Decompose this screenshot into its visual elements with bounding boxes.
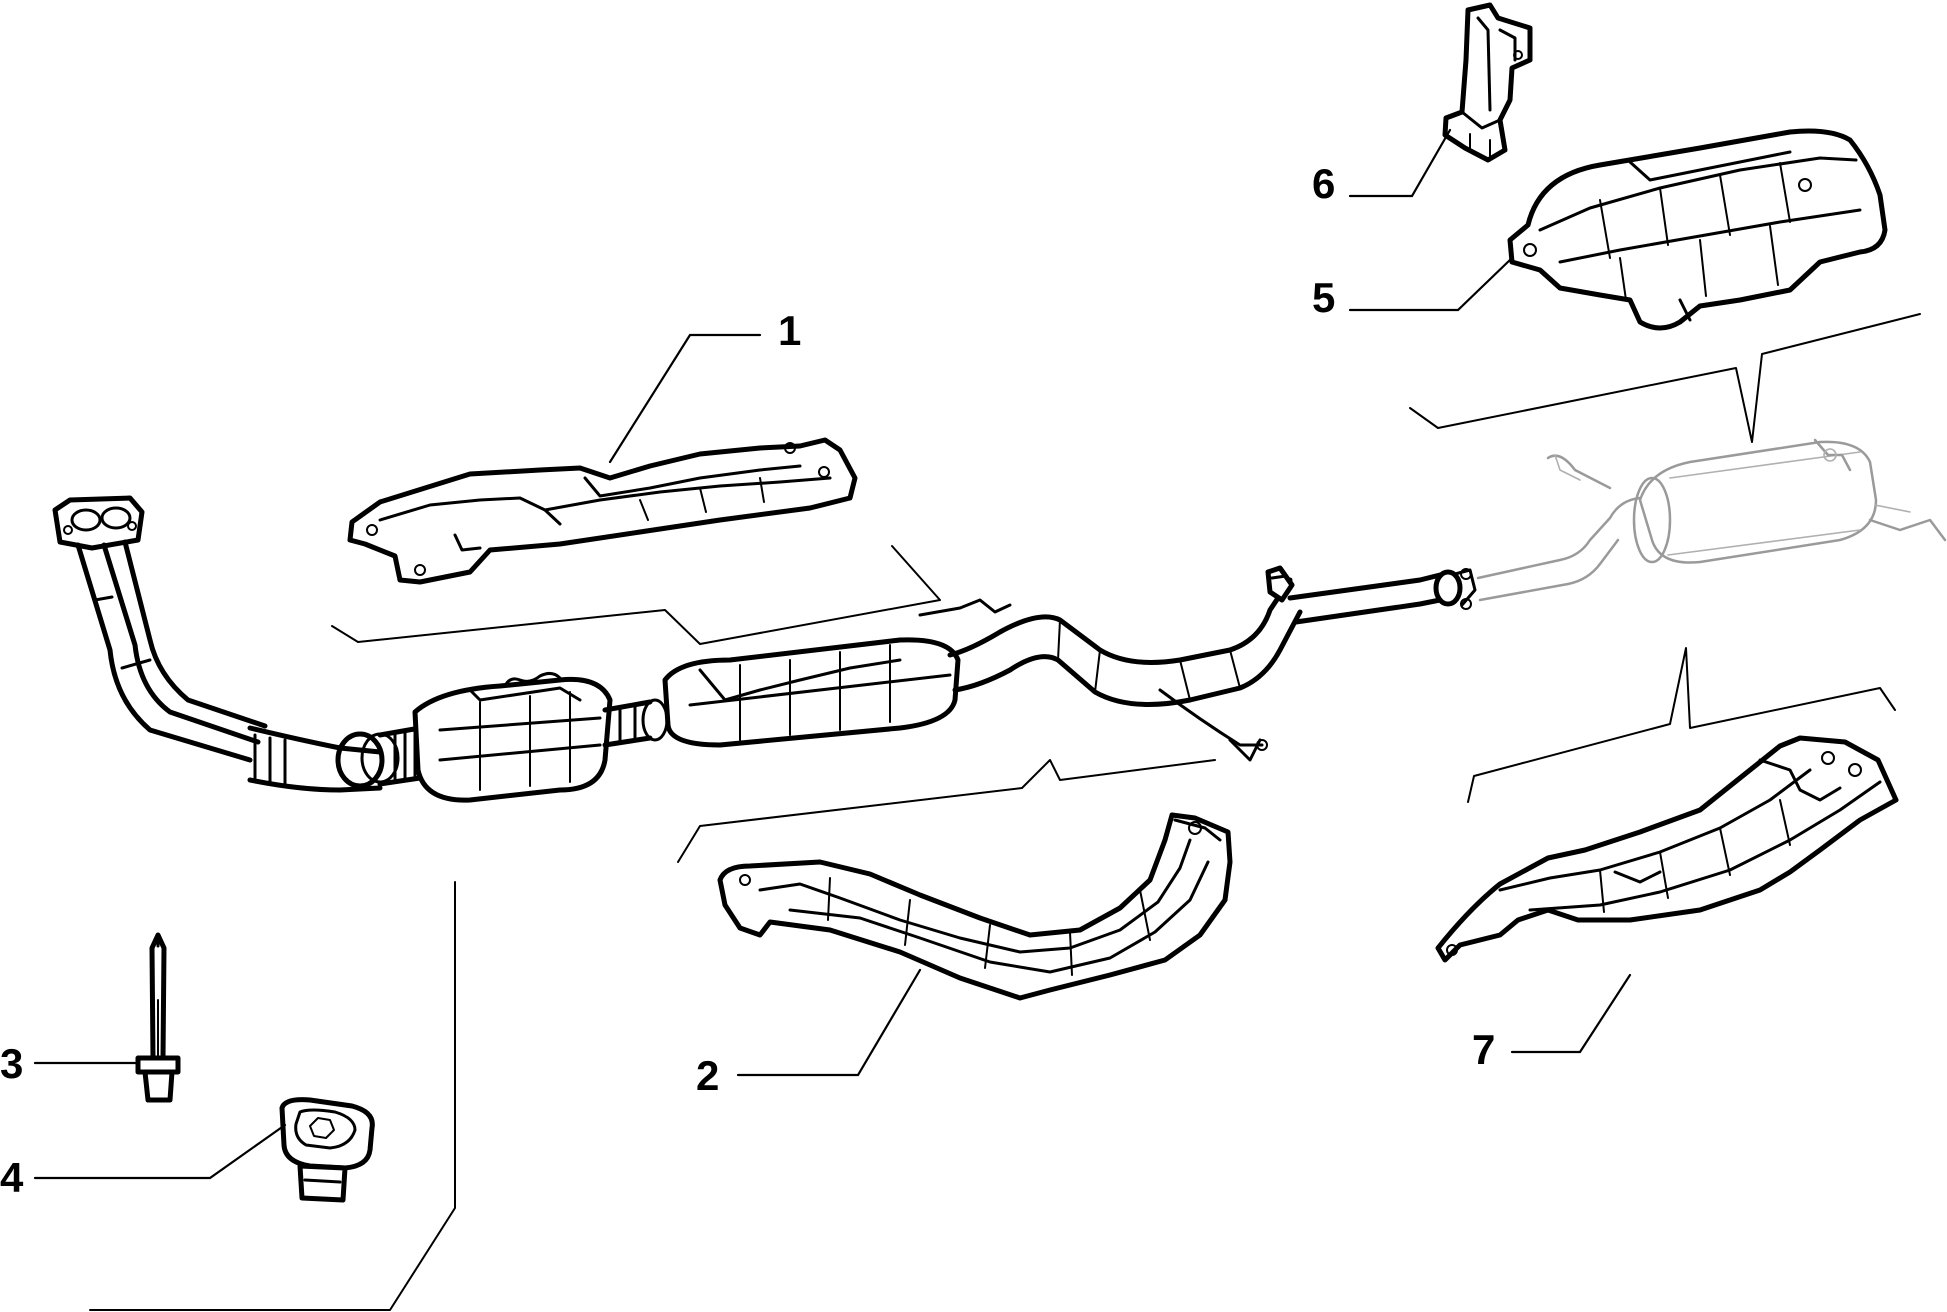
exhaust-line-assembly xyxy=(52,495,1477,803)
grouping-brackets xyxy=(89,313,1921,1311)
intermediate-pipe xyxy=(602,698,669,748)
callout-1: 1 xyxy=(778,307,801,354)
leader-7 xyxy=(1510,973,1632,1054)
callout-7: 7 xyxy=(1472,1026,1495,1073)
catalytic-converter-front xyxy=(412,671,613,803)
bracket-parts-3-4 xyxy=(89,881,456,1311)
callout-5: 5 xyxy=(1312,274,1335,321)
rear-muffler-ghost xyxy=(1476,438,1947,602)
part-3-rivet xyxy=(135,932,181,1103)
bracket-part-1 xyxy=(331,545,941,645)
callout-4: 4 xyxy=(0,1154,24,1201)
part-4-grommet xyxy=(279,1097,375,1203)
callout-3: 3 xyxy=(0,1040,23,1087)
tail-pipe xyxy=(1287,568,1477,625)
bracket-part-5 xyxy=(1409,313,1921,443)
callout-2: 2 xyxy=(696,1052,719,1099)
leader-5 xyxy=(1348,256,1514,312)
part-2-center-heat-shield xyxy=(717,812,1233,1001)
front-pipe xyxy=(247,725,383,793)
down-pipes xyxy=(75,539,268,763)
callout-6: 6 xyxy=(1312,160,1335,207)
pipe-hanger xyxy=(1265,565,1295,603)
part-1-front-heat-shield xyxy=(347,437,858,585)
center-silencer xyxy=(662,637,961,748)
leader-4 xyxy=(33,1123,287,1180)
leader-1 xyxy=(608,333,762,464)
leader-2 xyxy=(736,968,922,1077)
callout-labels: 1 2 3 4 5 6 7 xyxy=(0,160,1495,1201)
rear-connecting-pipe xyxy=(918,577,1303,762)
part-7-rear-floor-heat-shield xyxy=(1435,735,1899,963)
part-6-bracket xyxy=(1442,2,1533,163)
leader-6 xyxy=(1348,128,1452,198)
front-flange xyxy=(52,495,145,551)
bracket-part-7 xyxy=(1467,647,1896,803)
part-5-rear-heat-shield xyxy=(1507,128,1888,331)
flex-joint xyxy=(335,725,423,789)
bracket-part-2 xyxy=(677,759,1216,863)
leader-lines xyxy=(33,128,1632,1180)
